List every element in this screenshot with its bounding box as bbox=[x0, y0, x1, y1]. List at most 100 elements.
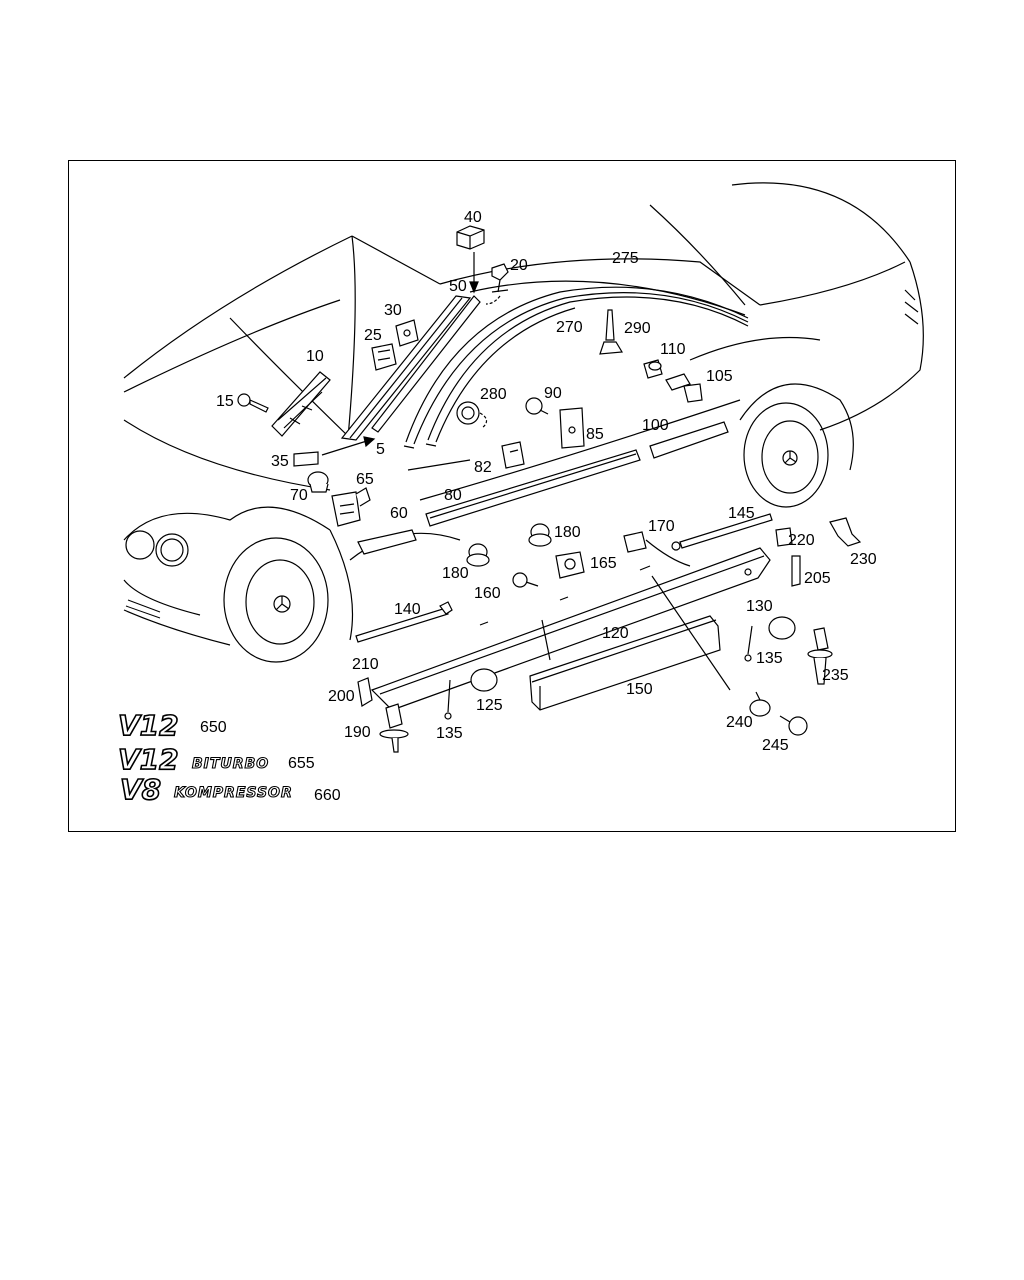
part-270-275-door-seals bbox=[403, 286, 749, 449]
callout-80: 80 bbox=[444, 487, 462, 504]
part-65-clip bbox=[331, 487, 371, 527]
badge-v12-number: 650 bbox=[200, 719, 227, 736]
rear-wheel bbox=[743, 402, 829, 508]
callout-145: 145 bbox=[728, 505, 755, 522]
callout-60: 60 bbox=[390, 505, 408, 522]
part-110-grommet bbox=[643, 359, 663, 379]
callout-100: 100 bbox=[642, 417, 669, 434]
callout-235: 235 bbox=[822, 667, 849, 684]
part-10-trim-holder bbox=[271, 371, 331, 437]
part-200-end-cap bbox=[357, 677, 373, 707]
callout-labels: 5 10 15 20 25 30 35 40 50 60 65 70 80 82… bbox=[216, 209, 877, 754]
part-135-clip-a bbox=[444, 679, 452, 720]
part-60-molding bbox=[357, 529, 417, 555]
badge-v8-kompressor-number: 660 bbox=[314, 787, 341, 804]
callout-35: 35 bbox=[271, 453, 289, 470]
part-30-bracket bbox=[395, 319, 419, 347]
callout-240: 240 bbox=[726, 714, 753, 731]
callout-110: 110 bbox=[660, 341, 686, 358]
model-badges: V12 650 V12 BITURBO 655 V8 KOMPRESSOR 66… bbox=[117, 708, 341, 807]
callout-170: 170 bbox=[648, 518, 675, 535]
part-125-cap bbox=[470, 668, 498, 692]
callout-220: 220 bbox=[788, 532, 815, 549]
callout-150: 150 bbox=[626, 681, 653, 698]
callout-135-right: 135 bbox=[756, 650, 783, 667]
part-205-plate bbox=[791, 555, 801, 587]
car-body-outline bbox=[123, 182, 924, 646]
callout-85: 85 bbox=[586, 426, 604, 443]
part-25-bracket bbox=[371, 343, 397, 371]
part-280-grommet bbox=[456, 401, 488, 429]
part-82-clip bbox=[501, 441, 525, 469]
leader-lines bbox=[541, 575, 731, 691]
part-70-grommet bbox=[307, 471, 329, 493]
callout-160: 160 bbox=[474, 585, 501, 602]
callout-10: 10 bbox=[306, 348, 324, 365]
callout-280: 280 bbox=[480, 386, 507, 403]
part-100-molding bbox=[649, 421, 729, 459]
callout-120: 120 bbox=[602, 625, 629, 642]
callout-200: 200 bbox=[328, 688, 355, 705]
front-wheel bbox=[223, 537, 329, 663]
callout-130: 130 bbox=[746, 598, 773, 615]
callout-25: 25 bbox=[364, 327, 382, 344]
badge-v8-kompressor-word: KOMPRESSOR bbox=[174, 785, 293, 801]
callout-50: 50 bbox=[449, 278, 467, 295]
headlights bbox=[125, 530, 189, 567]
badge-v8-kompressor: V8 KOMPRESSOR 660 bbox=[119, 772, 341, 807]
part-150-rocker-molding bbox=[529, 615, 721, 711]
callout-15: 15 bbox=[216, 393, 234, 410]
part-245-screw bbox=[779, 715, 808, 736]
callout-125: 125 bbox=[476, 697, 503, 714]
callout-230: 230 bbox=[850, 551, 877, 568]
part-290-pin bbox=[599, 309, 624, 355]
part-15-screw bbox=[237, 393, 269, 413]
part-135-clip-b bbox=[744, 625, 753, 662]
part-145-rail bbox=[671, 513, 773, 551]
callout-5: 5 bbox=[376, 441, 385, 458]
callout-270: 270 bbox=[556, 319, 583, 336]
part-5-pointer bbox=[321, 436, 376, 456]
part-140-strip bbox=[355, 601, 453, 643]
part-80-molding bbox=[425, 449, 641, 527]
callout-40: 40 bbox=[464, 209, 482, 226]
badge-v8-kompressor-logo: V8 bbox=[120, 773, 161, 806]
callout-82: 82 bbox=[474, 459, 492, 476]
part-20-clip bbox=[485, 263, 509, 305]
part-180-grommet-a bbox=[528, 523, 552, 547]
badge-v12: V12 650 bbox=[117, 708, 227, 743]
callout-20: 20 bbox=[510, 257, 528, 274]
callout-205: 205 bbox=[804, 570, 831, 587]
part-230-bracket bbox=[829, 517, 862, 547]
part-165-clip bbox=[555, 551, 585, 579]
part-50-30-a-pillar-trim bbox=[340, 295, 481, 441]
part-35-pad bbox=[293, 451, 319, 467]
part-40-block bbox=[456, 225, 485, 294]
badge-v12-biturbo-number: 655 bbox=[288, 755, 315, 772]
callout-105: 105 bbox=[706, 368, 733, 385]
part-85-plate bbox=[559, 407, 585, 449]
part-130-cap bbox=[768, 616, 796, 640]
part-220-plate bbox=[775, 527, 793, 547]
callout-70: 70 bbox=[290, 487, 308, 504]
badge-v12-biturbo: V12 BITURBO 655 bbox=[117, 742, 315, 777]
part-160-screw bbox=[512, 572, 539, 588]
callout-140: 140 bbox=[394, 601, 421, 618]
badge-v12-logo: V12 bbox=[118, 709, 179, 742]
callout-275: 275 bbox=[612, 250, 639, 267]
callout-180-right: 180 bbox=[554, 524, 581, 541]
callout-135-left: 135 bbox=[436, 725, 463, 742]
part-240-clip bbox=[749, 691, 771, 717]
callout-245: 245 bbox=[762, 737, 789, 754]
part-170-connector bbox=[623, 531, 691, 567]
part-180-grommet-b bbox=[466, 543, 490, 567]
badge-v12-biturbo-word: BITURBO bbox=[192, 756, 269, 772]
part-190-push-pin bbox=[379, 703, 409, 753]
part-105-clip bbox=[665, 373, 703, 403]
part-90-clip bbox=[525, 397, 549, 415]
callout-65: 65 bbox=[356, 471, 374, 488]
diagram-frame bbox=[68, 160, 956, 832]
part-235-push-pin bbox=[807, 627, 833, 685]
callout-30: 30 bbox=[384, 302, 402, 319]
